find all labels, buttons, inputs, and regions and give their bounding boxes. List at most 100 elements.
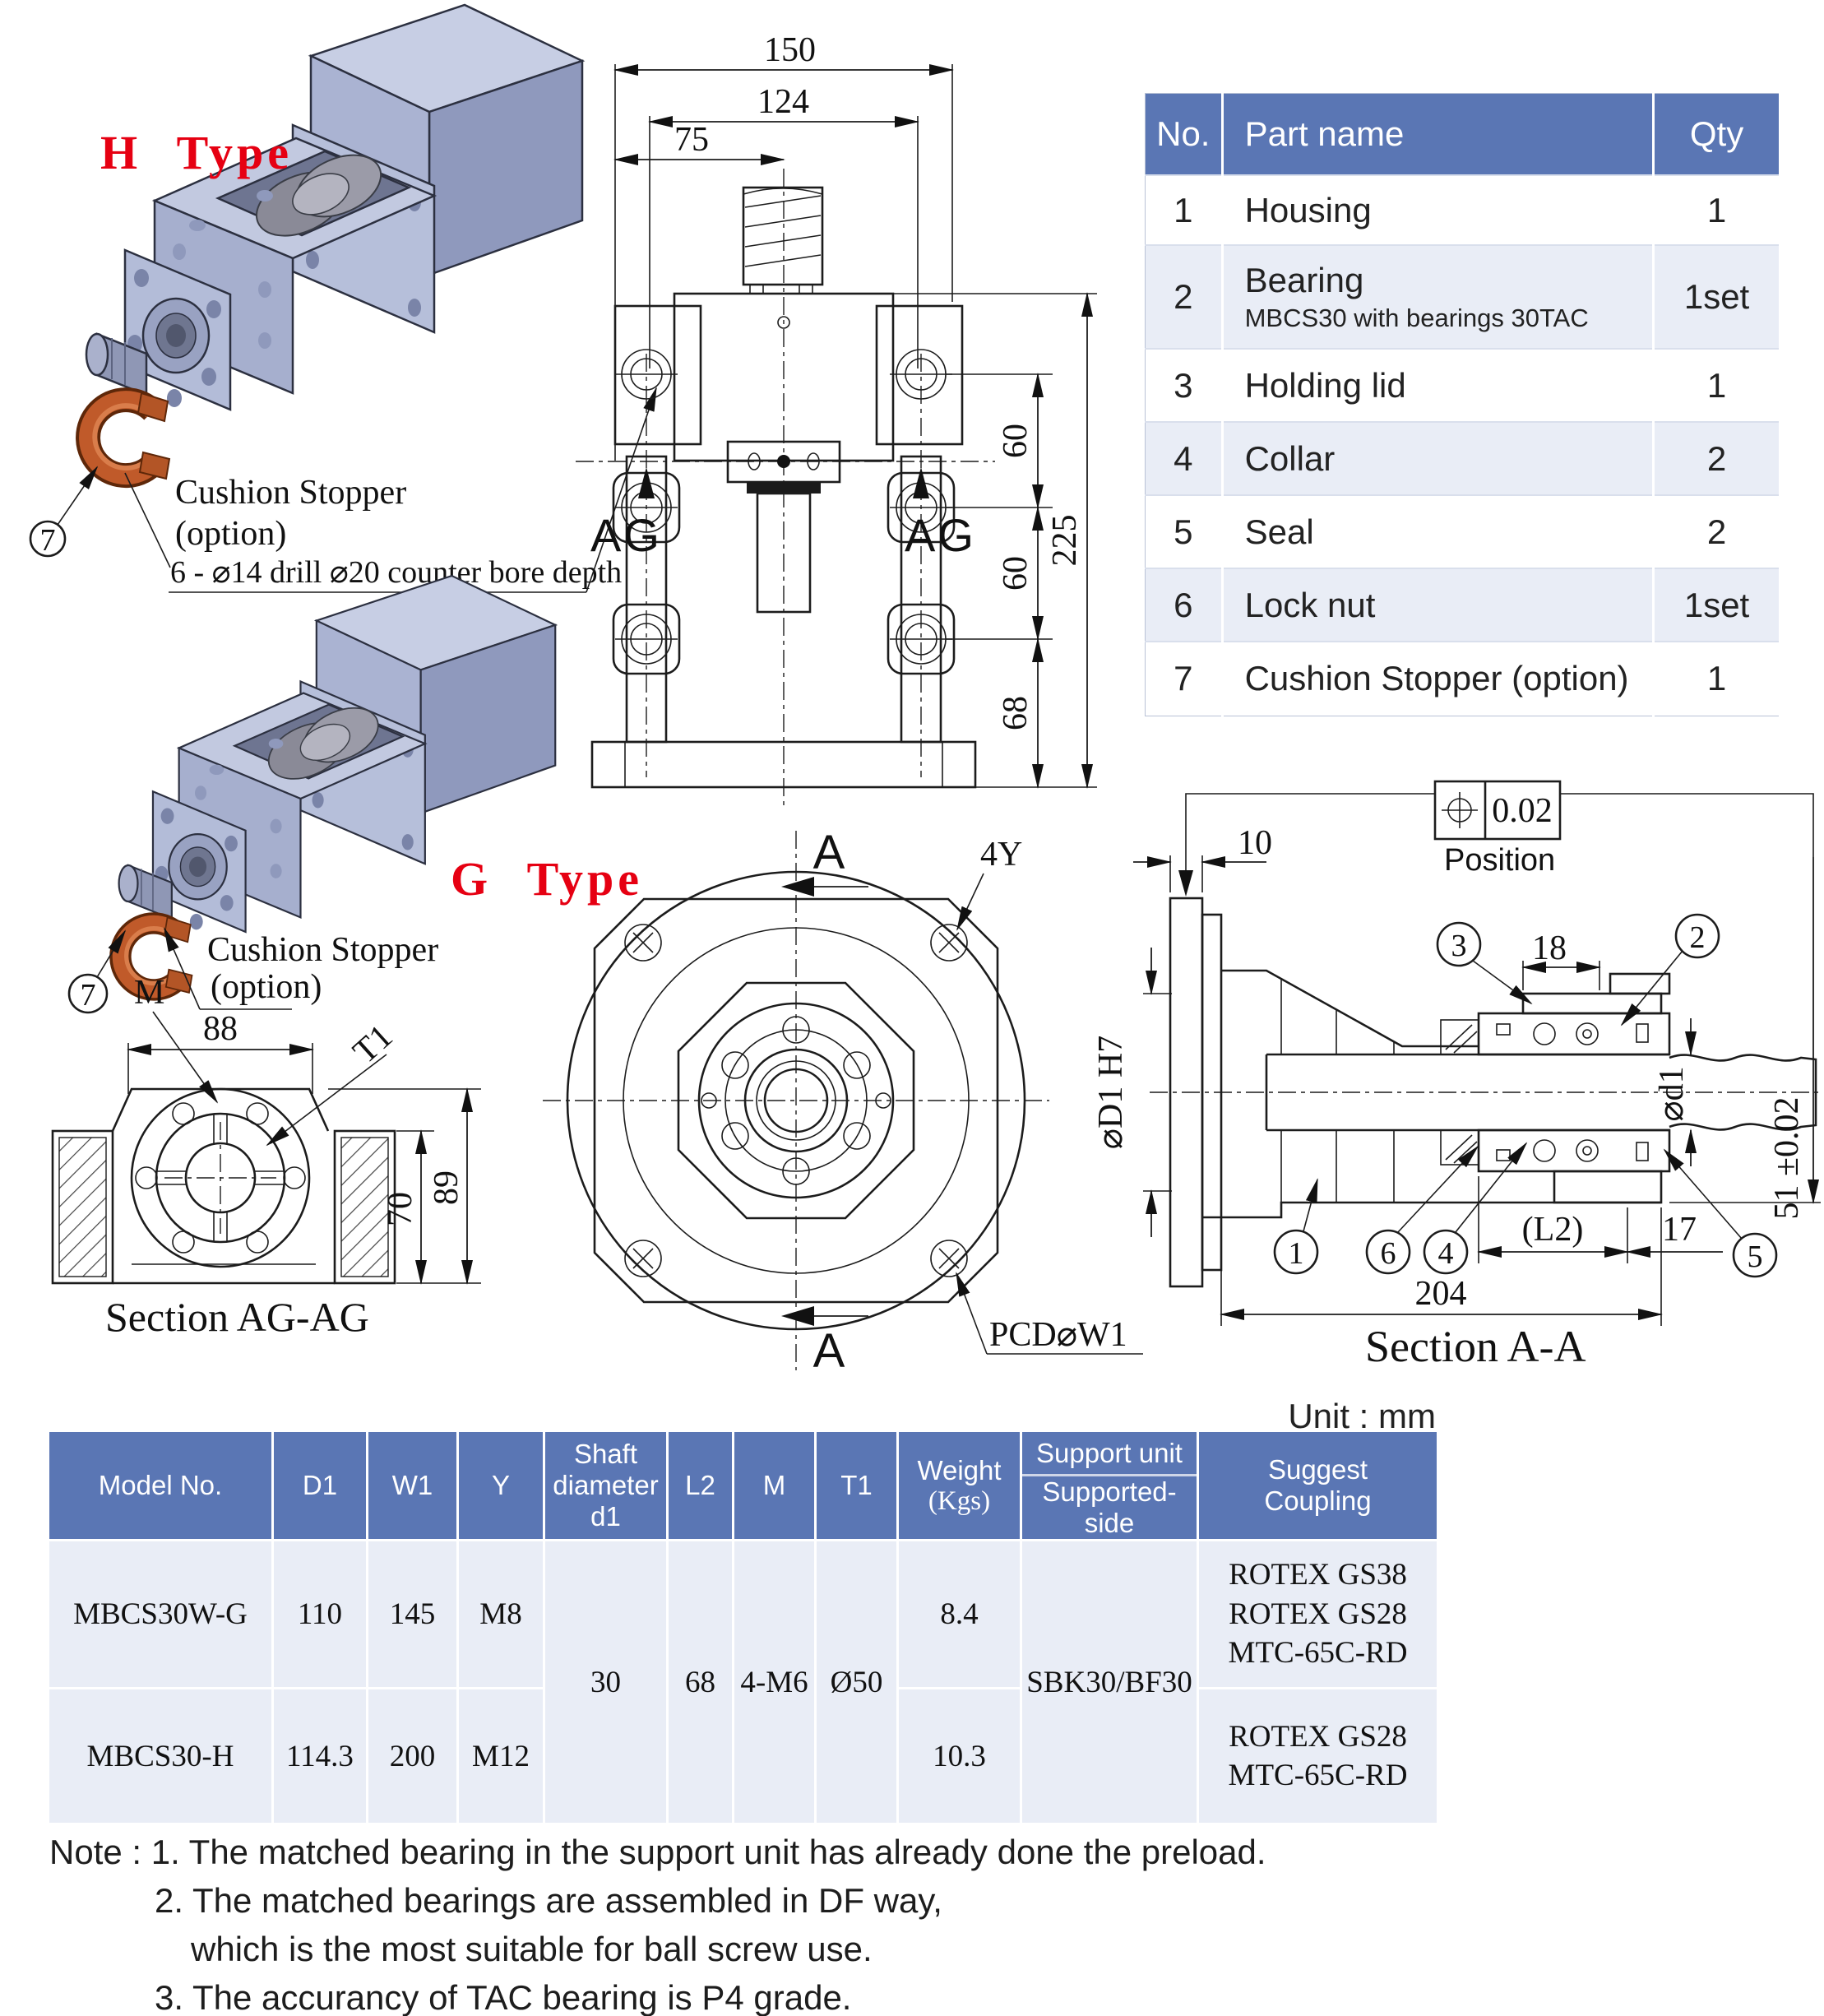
position-tolerance-icon	[1442, 792, 1478, 828]
parts-table-header: No. Part name Qty	[1145, 93, 1781, 175]
dim-18: 18	[1532, 929, 1567, 967]
h-support-unit: Support unit Supported-side	[1020, 1430, 1199, 1541]
h-suggest-coupling: Suggest Coupling	[1197, 1430, 1439, 1541]
h-d1: D1	[271, 1430, 368, 1541]
cushion-stopper-option-label: (option)	[175, 515, 286, 553]
label-pcd-w1: PCD⌀W1	[989, 1316, 1127, 1354]
spec-row-mbcs30w-g: MBCS30W-G 110 145 M8 30 68 4-M6 Ø50 8.4 …	[47, 1539, 1439, 1825]
col-no: No.	[1145, 93, 1224, 175]
dim-60b: 60	[997, 556, 1035, 591]
h-m: M	[732, 1430, 817, 1541]
cushion-stopper-label: Cushion Stopper	[175, 474, 406, 512]
svg-text:1: 1	[1289, 1236, 1304, 1271]
shared-shaft-dia: 30	[543, 1539, 669, 1825]
balloon-5: 5	[1663, 1148, 1778, 1278]
spokes	[156, 1114, 285, 1242]
h-l2: L2	[666, 1430, 734, 1541]
svg-text:2: 2	[1690, 920, 1706, 955]
parts-row-6: 6 Lock nut 1set	[1145, 568, 1781, 642]
shared-l2: 68	[666, 1539, 734, 1825]
note-line-3: which is the most suitable for ball scre…	[191, 1930, 873, 1968]
h-t1: T1	[814, 1430, 899, 1541]
dim-51: 51 ±0.02	[1768, 1096, 1806, 1219]
spec-table: Model No. D1 W1 Y Shaft diameter d1 L2 M…	[47, 1430, 1439, 1825]
dim-204: 204	[1415, 1275, 1467, 1313]
bolt-holes	[615, 349, 952, 665]
section-a-label-bottom: A	[813, 1324, 845, 1378]
balloon-7-icon	[29, 520, 67, 558]
position-tolerance-frame: 0.02 Position	[1433, 780, 1562, 878]
model-no: MBCS30W-G	[47, 1539, 274, 1689]
ag-bolt-holes	[135, 1102, 306, 1254]
dim-l2: (L2)	[1522, 1211, 1584, 1249]
counter-bore-note: 6 - ⌀14 drill ⌀20 counter bore depth	[170, 555, 622, 590]
g-type-label: G Type	[451, 852, 643, 906]
tolerance-label: Position	[1444, 843, 1555, 878]
dim-89: 89	[428, 1170, 465, 1205]
cushion-stopper-label: Cushion Stopper	[207, 931, 438, 969]
parts-row-7: 7 Cushion Stopper (option) 1	[1145, 641, 1781, 716]
circular-front-view: A A 4Y PCD⌀W1	[543, 826, 1143, 1378]
h-type-label: H Type	[100, 126, 293, 179]
corner-bolt-icons	[624, 924, 968, 1277]
h-model: Model No.	[47, 1430, 274, 1541]
note-line-4: 3. The accurancy of TAC bearing is P4 gr…	[155, 1978, 852, 2016]
dim-d1-shaft: ⌀d1	[1653, 1066, 1691, 1121]
flange-bolt-holes	[701, 1016, 891, 1185]
section-ag-ag-view: M 88 T1 70 89 Section AG-AG	[51, 974, 481, 1340]
dim-10: 10	[1238, 824, 1272, 862]
parts-row-4: 4 Collar 2	[1145, 421, 1781, 495]
svg-text:3: 3	[1451, 929, 1467, 963]
balloon-2: 2	[1620, 913, 1720, 1027]
label-m: M	[134, 974, 164, 1012]
shared-m: 4-M6	[732, 1539, 817, 1825]
notes-block: Note : 1. The matched bearing in the sup…	[49, 1828, 1464, 2016]
svg-text:6: 6	[1381, 1236, 1396, 1271]
front-elevation-view: AG AG 150 124 75 60 60 68 225	[576, 31, 1097, 810]
shared-supported-side: SBK30/BF30	[1020, 1539, 1199, 1825]
dim-88: 88	[203, 1010, 238, 1048]
h-shaft-dia: Shaft diameter d1	[543, 1430, 669, 1541]
h-weight: Weight (Kgs)	[896, 1430, 1022, 1541]
unit-label: Unit : mm	[1288, 1397, 1436, 1435]
coupling-list: ROTEX GS38 ROTEX GS28 MTC-65C-RD	[1197, 1539, 1439, 1689]
note-line-2: 2. The matched bearings are assembled in…	[155, 1881, 942, 1920]
section-aa-caption: Section A-A	[1365, 1322, 1586, 1371]
dim-225: 225	[1046, 515, 1084, 567]
tolerance-value: 0.02	[1492, 792, 1553, 830]
part-name: Bearing	[1244, 261, 1364, 299]
col-part-name: Part name	[1222, 93, 1655, 175]
dim-75: 75	[674, 121, 709, 159]
g-type-3d-view: G Type 7 Cushion Stopper (option)	[67, 576, 643, 1014]
dim-17: 17	[1662, 1211, 1697, 1249]
balloon-3: 3	[1436, 921, 1533, 1005]
svg-text:5: 5	[1748, 1240, 1763, 1274]
balloon-7-icon	[67, 973, 109, 1014]
spec-table-header: Model No. D1 W1 Y Shaft diameter d1 L2 M…	[47, 1430, 1439, 1541]
balloon-4: 4	[1423, 1142, 1528, 1275]
note-line-1: Note : 1. The matched bearing in the sup…	[49, 1833, 1266, 1871]
parts-row-3: 3 Holding lid 1	[1145, 348, 1781, 422]
h-type-3d-view: H Type 7 Cushion Stopper (option) 6 - ⌀1…	[29, 5, 657, 593]
model-no: MBCS30-H	[47, 1687, 274, 1825]
dim-60a: 60	[997, 424, 1035, 458]
coupling-list: ROTEX GS28 MTC-65C-RD	[1197, 1687, 1439, 1825]
cushion-stopper-option-label: (option)	[211, 968, 322, 1006]
parts-row-5: 5 Seal 2	[1145, 494, 1781, 568]
section-ag-label-right: AG	[905, 509, 976, 561]
section-a-a-view: 0.02 Position 10 ⌀D1 H7 18 ⌀d1 51 ±0.02	[1092, 780, 1821, 1371]
balloon-7-number: 7	[40, 523, 56, 558]
dim-68: 68	[997, 696, 1035, 730]
section-a-label-top: A	[813, 826, 845, 879]
h-w1: W1	[366, 1430, 459, 1541]
svg-text:4: 4	[1438, 1236, 1454, 1271]
balloon-1: 1	[1273, 1178, 1319, 1275]
parts-row-1: 1 Housing 1	[1145, 174, 1781, 245]
balloon-6: 6	[1365, 1145, 1479, 1275]
section-ag-label-left: AG	[590, 509, 662, 561]
label-t1: T1	[346, 1017, 400, 1071]
